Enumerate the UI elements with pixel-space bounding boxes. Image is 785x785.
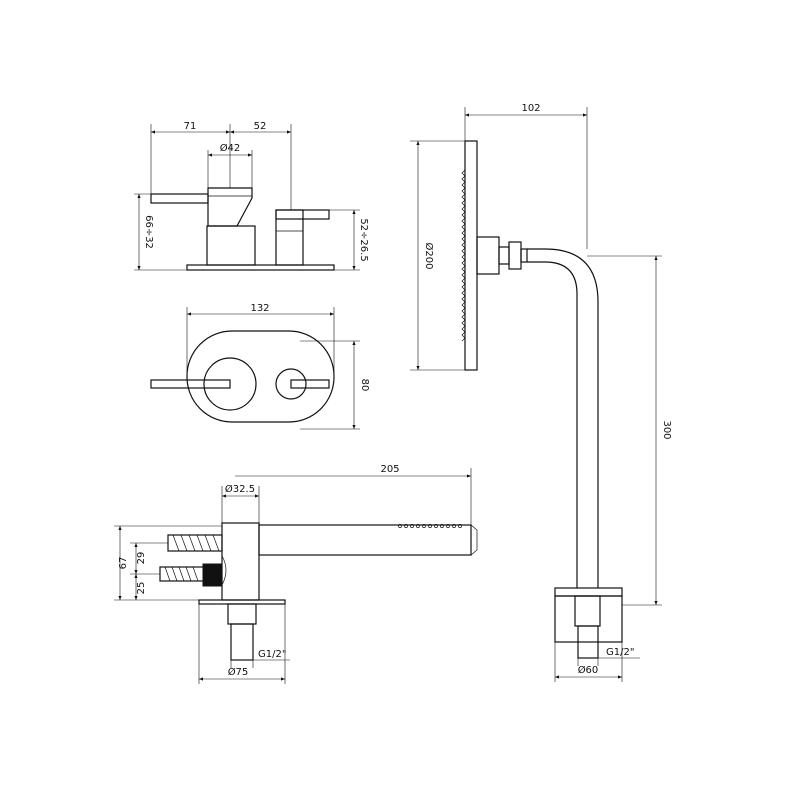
dim-plate-width: 132 [186,303,335,376]
shower-nozzles [461,169,466,342]
dim-hand-shower-length: 205 [235,464,472,525]
spray-holes [398,524,462,528]
dim-thread-right: G1/2" [577,647,640,666]
label-plate-width: 132 [250,303,269,314]
label-outlet-total-height: 67 [118,557,129,570]
label-thread-right: G1/2" [606,647,634,658]
label-mixer-right-height: 52÷26.5 [358,218,369,261]
dim-hand-shower-diameter: Ø32.5 [221,483,260,525]
dim-outlet-heights: 67 29 25 [114,525,222,601]
label-mixer-left-reach: 71 [184,121,197,132]
dim-base-left-diameter: Ø75 [198,604,286,684]
mixer-front-view: 132 80 [150,303,370,430]
dim-mixer-left-height: 66÷32 [134,193,187,271]
label-mixer-right-reach: 52 [254,121,267,132]
dim-mixer-reach: 71 52 [150,121,292,210]
label-mixer-left-height: 66÷32 [143,215,154,249]
label-hand-shower-length: 205 [380,464,399,475]
dim-base-right-diameter: Ø60 [554,642,623,682]
dim-plate-height: 80 [300,340,370,430]
label-hand-shower-diameter: Ø32.5 [225,483,255,495]
dim-shower-head-diameter: Ø200 [410,140,465,371]
dim-shower-head-depth: 102 [464,103,588,249]
label-base-left-diameter: Ø75 [228,666,249,678]
shower-head-assembly: 102 Ø200 300 G1/2" Ø60 [410,103,672,682]
hand-shower-assembly: 205 Ø32.5 67 29 25 G1/2" [114,464,478,684]
mixer-side-view: 71 52 Ø42 66÷32 52÷26.5 [134,121,369,271]
label-outlet-upper: 29 [136,552,147,565]
label-plate-height: 80 [359,379,370,392]
label-shower-head-diameter: Ø200 [423,243,435,270]
label-mixer-handle-diameter: Ø42 [220,142,241,154]
label-arm-height: 300 [661,420,672,439]
dim-thread-left: G1/2" [230,649,290,668]
label-outlet-lower: 25 [136,582,147,595]
upper-hose [167,534,223,552]
dim-mixer-handle-diameter: Ø42 [207,142,253,188]
dim-mixer-right-height: 52÷26.5 [329,209,369,271]
label-thread-left: G1/2" [258,649,286,660]
lower-hose [159,563,222,587]
label-shower-head-depth: 102 [521,103,540,114]
dim-arm-height: 300 [587,255,672,606]
label-base-right-diameter: Ø60 [578,664,599,676]
